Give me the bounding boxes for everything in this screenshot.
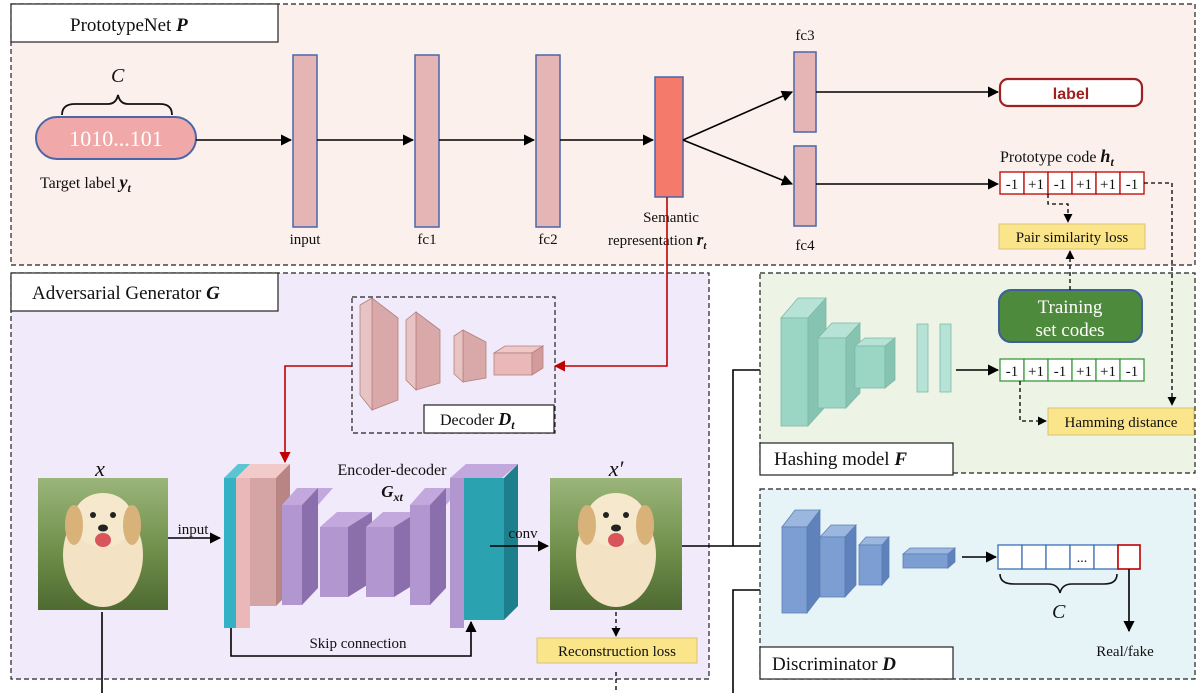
fc2-layer-label: fc2	[538, 232, 557, 248]
decoder-blocks	[359, 297, 545, 412]
hashing-code-cells: -1 +1 -1 +1 +1 -1	[999, 358, 1145, 382]
discriminator-cell	[997, 544, 1023, 570]
discriminator-c-brace	[999, 573, 1118, 594]
prototype-net-title-box	[10, 3, 279, 43]
prototype-code-value: -1	[1126, 177, 1139, 193]
c-brace	[61, 94, 173, 116]
hashing-code-value: -1	[1006, 364, 1019, 380]
hashing-model-panel: Hashing model F Training set codes	[759, 250, 1196, 476]
fc2-layer	[535, 54, 561, 228]
prototype-code-caption: Prototype code ht	[1000, 146, 1114, 169]
training-set-codes-line2: set codes	[1035, 320, 1104, 341]
conv-arrow-label: conv	[508, 526, 538, 542]
hashing-code-value: -1	[1054, 364, 1067, 380]
target-label-caption: Target label yt	[40, 172, 131, 195]
label-output-box	[998, 77, 1144, 108]
hashing-title-box	[759, 442, 954, 476]
discriminator-c-label: C	[1052, 601, 1066, 623]
generator-title: Adversarial Generator G	[32, 283, 220, 304]
decoder-caption: Decoder Dt	[440, 409, 515, 432]
pair-similarity-loss-box	[998, 223, 1146, 250]
target-label-value: 1010...101	[69, 126, 163, 151]
hamming-distance-text: Hamming distance	[1065, 415, 1178, 431]
hashing-cnn-blocks	[780, 296, 952, 428]
target-label-pill	[35, 116, 197, 160]
input-arrow-label: input	[178, 522, 210, 538]
prototype-code-value: -1	[1006, 177, 1019, 193]
training-set-codes-line1: Training	[1038, 297, 1103, 318]
fc3-layer-label: fc3	[795, 28, 814, 44]
semantic-label-line1: Semantic	[643, 210, 699, 226]
prototype-code-value: +1	[1076, 177, 1092, 193]
prototype-code-value: +1	[1100, 177, 1116, 193]
x-label: x	[94, 456, 105, 481]
fc1-layer	[414, 54, 440, 228]
real-fake-label: Real/fake	[1096, 644, 1154, 660]
semantic-label-line2: representation rt	[608, 230, 707, 252]
skip-connection-label: Skip connection	[309, 636, 407, 652]
prototype-net-title: PrototypeNet P	[70, 15, 188, 36]
hamming-distance-box	[1047, 407, 1195, 436]
input-image-dog	[38, 478, 168, 610]
discriminator-panel: Discriminator D ... C	[759, 488, 1196, 680]
discriminator-real-fake-cell	[1117, 544, 1141, 570]
label-output-text: label	[1053, 86, 1089, 103]
prototype-code-value: -1	[1054, 177, 1067, 193]
encoder-decoder-symbol: Gxt	[381, 482, 403, 504]
discriminator-cell	[1069, 544, 1095, 570]
encoder-decoder-blocks	[224, 464, 518, 628]
hashing-code-value: +1	[1076, 364, 1092, 380]
semantic-representation-layer	[654, 76, 684, 198]
discriminator-cell	[1045, 544, 1071, 570]
generator-title-box	[10, 272, 279, 312]
fc3-layer	[793, 51, 817, 133]
discriminator-ellipsis: ...	[1077, 551, 1088, 566]
prototype-code-value: +1	[1028, 177, 1044, 193]
hashing-code-value: +1	[1100, 364, 1116, 380]
adversarial-generator-panel: Adversarial Generator G Decoder Dt x	[10, 197, 710, 693]
hashing-code-value: -1	[1126, 364, 1139, 380]
pair-similarity-loss-text: Pair similarity loss	[1016, 230, 1129, 246]
c-dimension-label: C	[111, 65, 125, 87]
hashing-code-value: +1	[1028, 364, 1044, 380]
input-layer-label: input	[290, 232, 322, 248]
discriminator-title: Discriminator D	[772, 654, 896, 675]
output-image-dog	[550, 478, 682, 610]
discriminator-title-box	[759, 646, 954, 680]
encoder-decoder-caption: Encoder-decoder	[338, 462, 448, 479]
reconstruction-loss-box	[536, 637, 698, 664]
hashing-code-cell	[1119, 358, 1145, 382]
decoder-caption-box	[423, 404, 555, 434]
prototype-net-panel: PrototypeNet P C 1010...101 Target label…	[10, 3, 1196, 266]
hashing-title: Hashing model F	[774, 449, 907, 470]
fc1-layer-label: fc1	[417, 232, 436, 248]
fc4-layer-label: fc4	[795, 238, 815, 254]
discriminator-output-cells: ...	[997, 544, 1141, 570]
x-prime-label: x′	[608, 456, 625, 481]
reconstruction-loss-text: Reconstruction loss	[558, 644, 676, 660]
prototype-code-cells: -1 +1 -1 +1 +1 -1	[999, 171, 1145, 195]
fc4-layer	[793, 145, 817, 227]
discriminator-cell	[1021, 544, 1047, 570]
input-layer	[292, 54, 318, 228]
discriminator-cnn-blocks	[781, 508, 957, 615]
discriminator-cell	[1093, 544, 1119, 570]
